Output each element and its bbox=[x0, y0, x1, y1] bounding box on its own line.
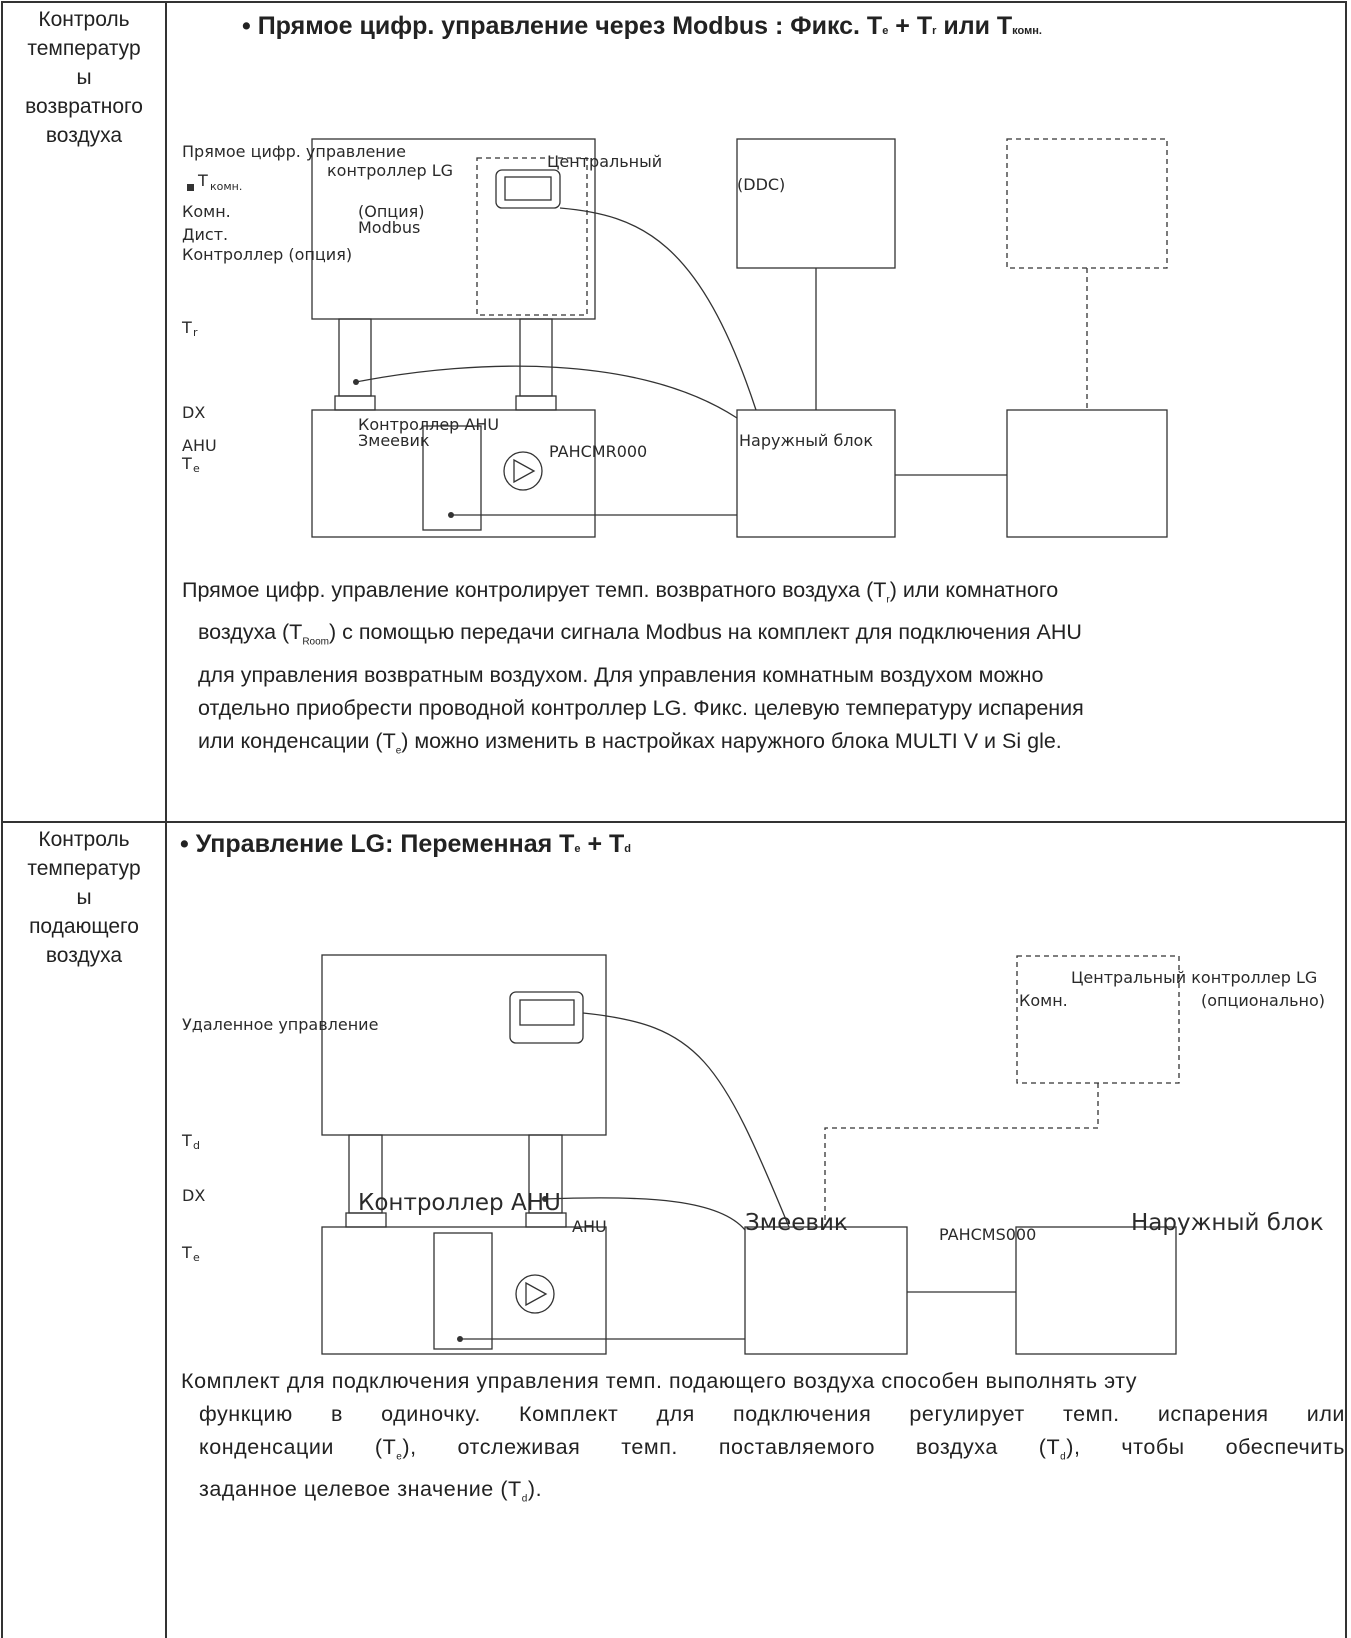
section-title-modbus: • Прямое цифр. управление через Modbus :… bbox=[242, 12, 1042, 40]
description-supply-air: Комплект для подключения управления темп… bbox=[181, 1369, 1345, 1505]
description-return-air: Прямое цифр. управление контролирует тем… bbox=[182, 578, 1084, 756]
row-label-return-air: Контроль температур ы возвратного воздух… bbox=[25, 8, 143, 147]
section-title-lg-control: • Управление LG: Переменная Te + Td bbox=[180, 830, 632, 858]
row-label-supply-air: Контроль температур ы подающего воздуха bbox=[27, 828, 141, 967]
